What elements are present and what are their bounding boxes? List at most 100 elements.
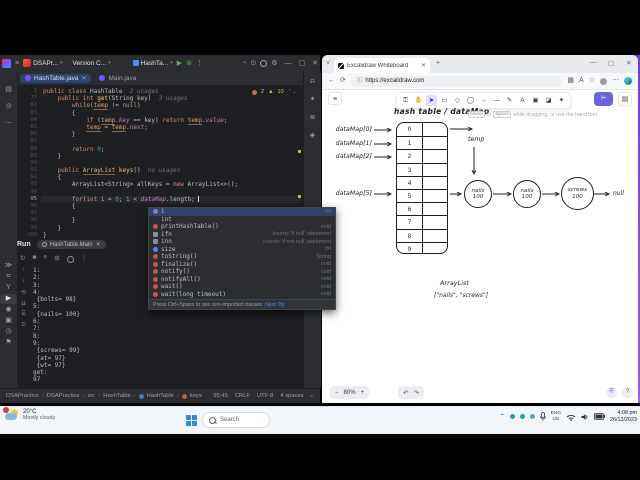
- browser-tab[interactable]: Excalidraw Whiteboard ✕: [334, 58, 430, 73]
- more-tools-icon[interactable]: ⋯: [5, 120, 12, 127]
- completion-item[interactable]: toString()String: [149, 253, 335, 261]
- services-icon[interactable]: ⌗: [6, 273, 11, 280]
- read-aloud-icon[interactable]: A: [579, 77, 584, 84]
- caret-position[interactable]: 95:45: [213, 393, 228, 399]
- hash-table-row[interactable]: 4: [397, 175, 447, 189]
- datamap-label-2[interactable]: dataMap[2]: [335, 153, 372, 160]
- tab-main-java[interactable]: Main.java: [99, 75, 136, 82]
- hidden-tray-icon[interactable]: [519, 414, 525, 420]
- hash-table-row[interactable]: 3: [397, 162, 447, 176]
- microphone-icon[interactable]: [539, 412, 546, 421]
- version-control-icon[interactable]: Y: [6, 284, 11, 291]
- print-icon[interactable]: ⌸: [21, 311, 26, 317]
- zoom-level[interactable]: 80%: [343, 389, 356, 396]
- hash-table-row[interactable]: 7: [397, 215, 447, 228]
- arraylist-title[interactable]: ArrayList: [440, 279, 469, 287]
- share-button[interactable]: ⌲: [594, 92, 613, 106]
- datamap-label-0[interactable]: dataMap[0]: [335, 126, 372, 133]
- run-tab-chip[interactable]: HashTable.Main ✕: [36, 240, 106, 249]
- commit-icon[interactable]: ⊙: [5, 103, 12, 110]
- volume-icon[interactable]: [581, 413, 589, 421]
- run-icon[interactable]: ▶: [0, 294, 17, 304]
- breadcrumb-item[interactable]: HashTable: [146, 393, 174, 399]
- breadcrumb-item[interactable]: src: [87, 393, 96, 399]
- image-tool-icon[interactable]: ▣: [532, 97, 539, 104]
- completion-item[interactable]: printHashTable()void: [149, 223, 335, 231]
- lock-tool-icon[interactable]: ⚿: [403, 97, 408, 104]
- debug-button[interactable]: ⊚: [186, 59, 192, 67]
- close-tab-icon[interactable]: ✕: [81, 75, 87, 82]
- encoding[interactable]: UTF-8: [256, 393, 274, 399]
- site-info-icon[interactable]: ⓘ: [356, 78, 363, 84]
- hash-table-row[interactable]: 9: [397, 241, 447, 253]
- zoom-in-icon[interactable]: +: [360, 389, 365, 396]
- breadcrumb-item[interactable]: DSAPractice: [46, 393, 80, 399]
- scroll-top-icon[interactable]: ↑: [22, 267, 25, 273]
- new-tab-icon[interactable]: +: [436, 60, 441, 67]
- frame-tool-icon[interactable]: ✦: [558, 97, 565, 104]
- completion-item[interactable]: notify()void: [149, 268, 335, 276]
- tab-hashtable-java[interactable]: HashTable.java ✕: [20, 73, 92, 83]
- text-tool-icon[interactable]: A: [520, 97, 525, 104]
- undo-icon[interactable]: ↶: [403, 389, 409, 397]
- hand-tool-icon[interactable]: ✋: [414, 97, 423, 104]
- split-screen-icon[interactable]: ▦: [567, 77, 575, 84]
- refresh-icon[interactable]: ⟳: [340, 77, 346, 84]
- project-folder-icon[interactable]: ▤: [5, 86, 12, 93]
- redo-icon[interactable]: ↷: [413, 389, 419, 397]
- hash-table-row[interactable]: 5: [397, 188, 447, 202]
- hash-table-row[interactable]: 8: [397, 228, 447, 242]
- vcs-widget[interactable]: Version C... ▾: [73, 60, 111, 67]
- wifi-icon[interactable]: [566, 413, 576, 421]
- excalidraw-menu-icon[interactable]: ≡: [328, 92, 342, 105]
- gradle-icon[interactable]: ◈: [309, 132, 316, 139]
- start-button[interactable]: [186, 415, 197, 426]
- scroll-bottom-icon[interactable]: ↓: [22, 278, 25, 284]
- problems-widget[interactable]: 2 ▲ 10 ⌃⌄: [252, 89, 297, 95]
- library-icon[interactable]: ▤: [618, 92, 632, 106]
- readonly-lock-icon[interactable]: ⌐: [310, 393, 314, 399]
- collapse-icons[interactable]: ⌃⌄: [287, 89, 297, 95]
- indent-setting[interactable]: 4 spaces: [280, 393, 304, 399]
- breadcrumb-item[interactable]: keys: [189, 393, 202, 399]
- help-icon[interactable]: ?: [622, 387, 633, 398]
- weather-widget[interactable]: 20°C Mostly cloudy: [3, 407, 55, 421]
- terminal-icon[interactable]: ≫: [4, 262, 13, 269]
- completion-item[interactable]: int: [149, 216, 335, 224]
- scroll-end-icon[interactable]: ⇊: [20, 301, 27, 307]
- console-output[interactable]: 1:2:3:4: {bolts= 98}5: {nails= 100}6:7:8…: [33, 267, 293, 384]
- more-menu-icon[interactable]: ⋯: [612, 77, 619, 84]
- settings-gear-icon[interactable]: ⚙: [271, 59, 278, 67]
- close-icon[interactable]: ✕: [312, 60, 318, 67]
- datamap-label-5[interactable]: dataMap[5]: [335, 190, 372, 197]
- close-icon[interactable]: ✕: [626, 60, 632, 67]
- search-everywhere-icon[interactable]: [260, 59, 268, 67]
- clear-console-icon[interactable]: ⍉: [21, 322, 26, 328]
- rectangle-tool-icon[interactable]: ▭: [441, 97, 448, 104]
- arrow-tool-icon[interactable]: →: [480, 97, 487, 104]
- main-menu-icon[interactable]: ≡: [15, 59, 20, 67]
- line-tool-icon[interactable]: —: [493, 97, 500, 104]
- browser-essentials-icon[interactable]: [624, 77, 632, 85]
- battery-icon[interactable]: [594, 413, 606, 421]
- run-panel-title[interactable]: Run: [17, 241, 31, 248]
- draw-tool-icon[interactable]: ✎: [506, 97, 513, 104]
- notifications-bell-icon[interactable]: ⍾: [310, 78, 315, 85]
- excalidraw-canvas[interactable]: ≡ ⚿✋➤▭◇◯→—✎A▣◪✦ ⌲ ▤ hash table / dataMap…: [322, 90, 638, 403]
- completion-item[interactable]: wait(long timeout)void: [149, 291, 335, 299]
- run-button[interactable]: ▶: [176, 59, 183, 67]
- editor-code-area[interactable]: public class HashTable 2 usages public i…: [41, 88, 301, 239]
- notifications-icon[interactable]: ⚑: [5, 339, 12, 346]
- tab-search-icon[interactable]: ˅: [326, 60, 331, 67]
- breadcrumb-item[interactable]: DSAPractice: [6, 393, 39, 399]
- hash-table-row[interactable]: 0: [397, 123, 447, 136]
- favorites-star-icon[interactable]: ☆: [588, 77, 595, 84]
- clock[interactable]: 4:08 pm 26/12/2023: [610, 410, 637, 424]
